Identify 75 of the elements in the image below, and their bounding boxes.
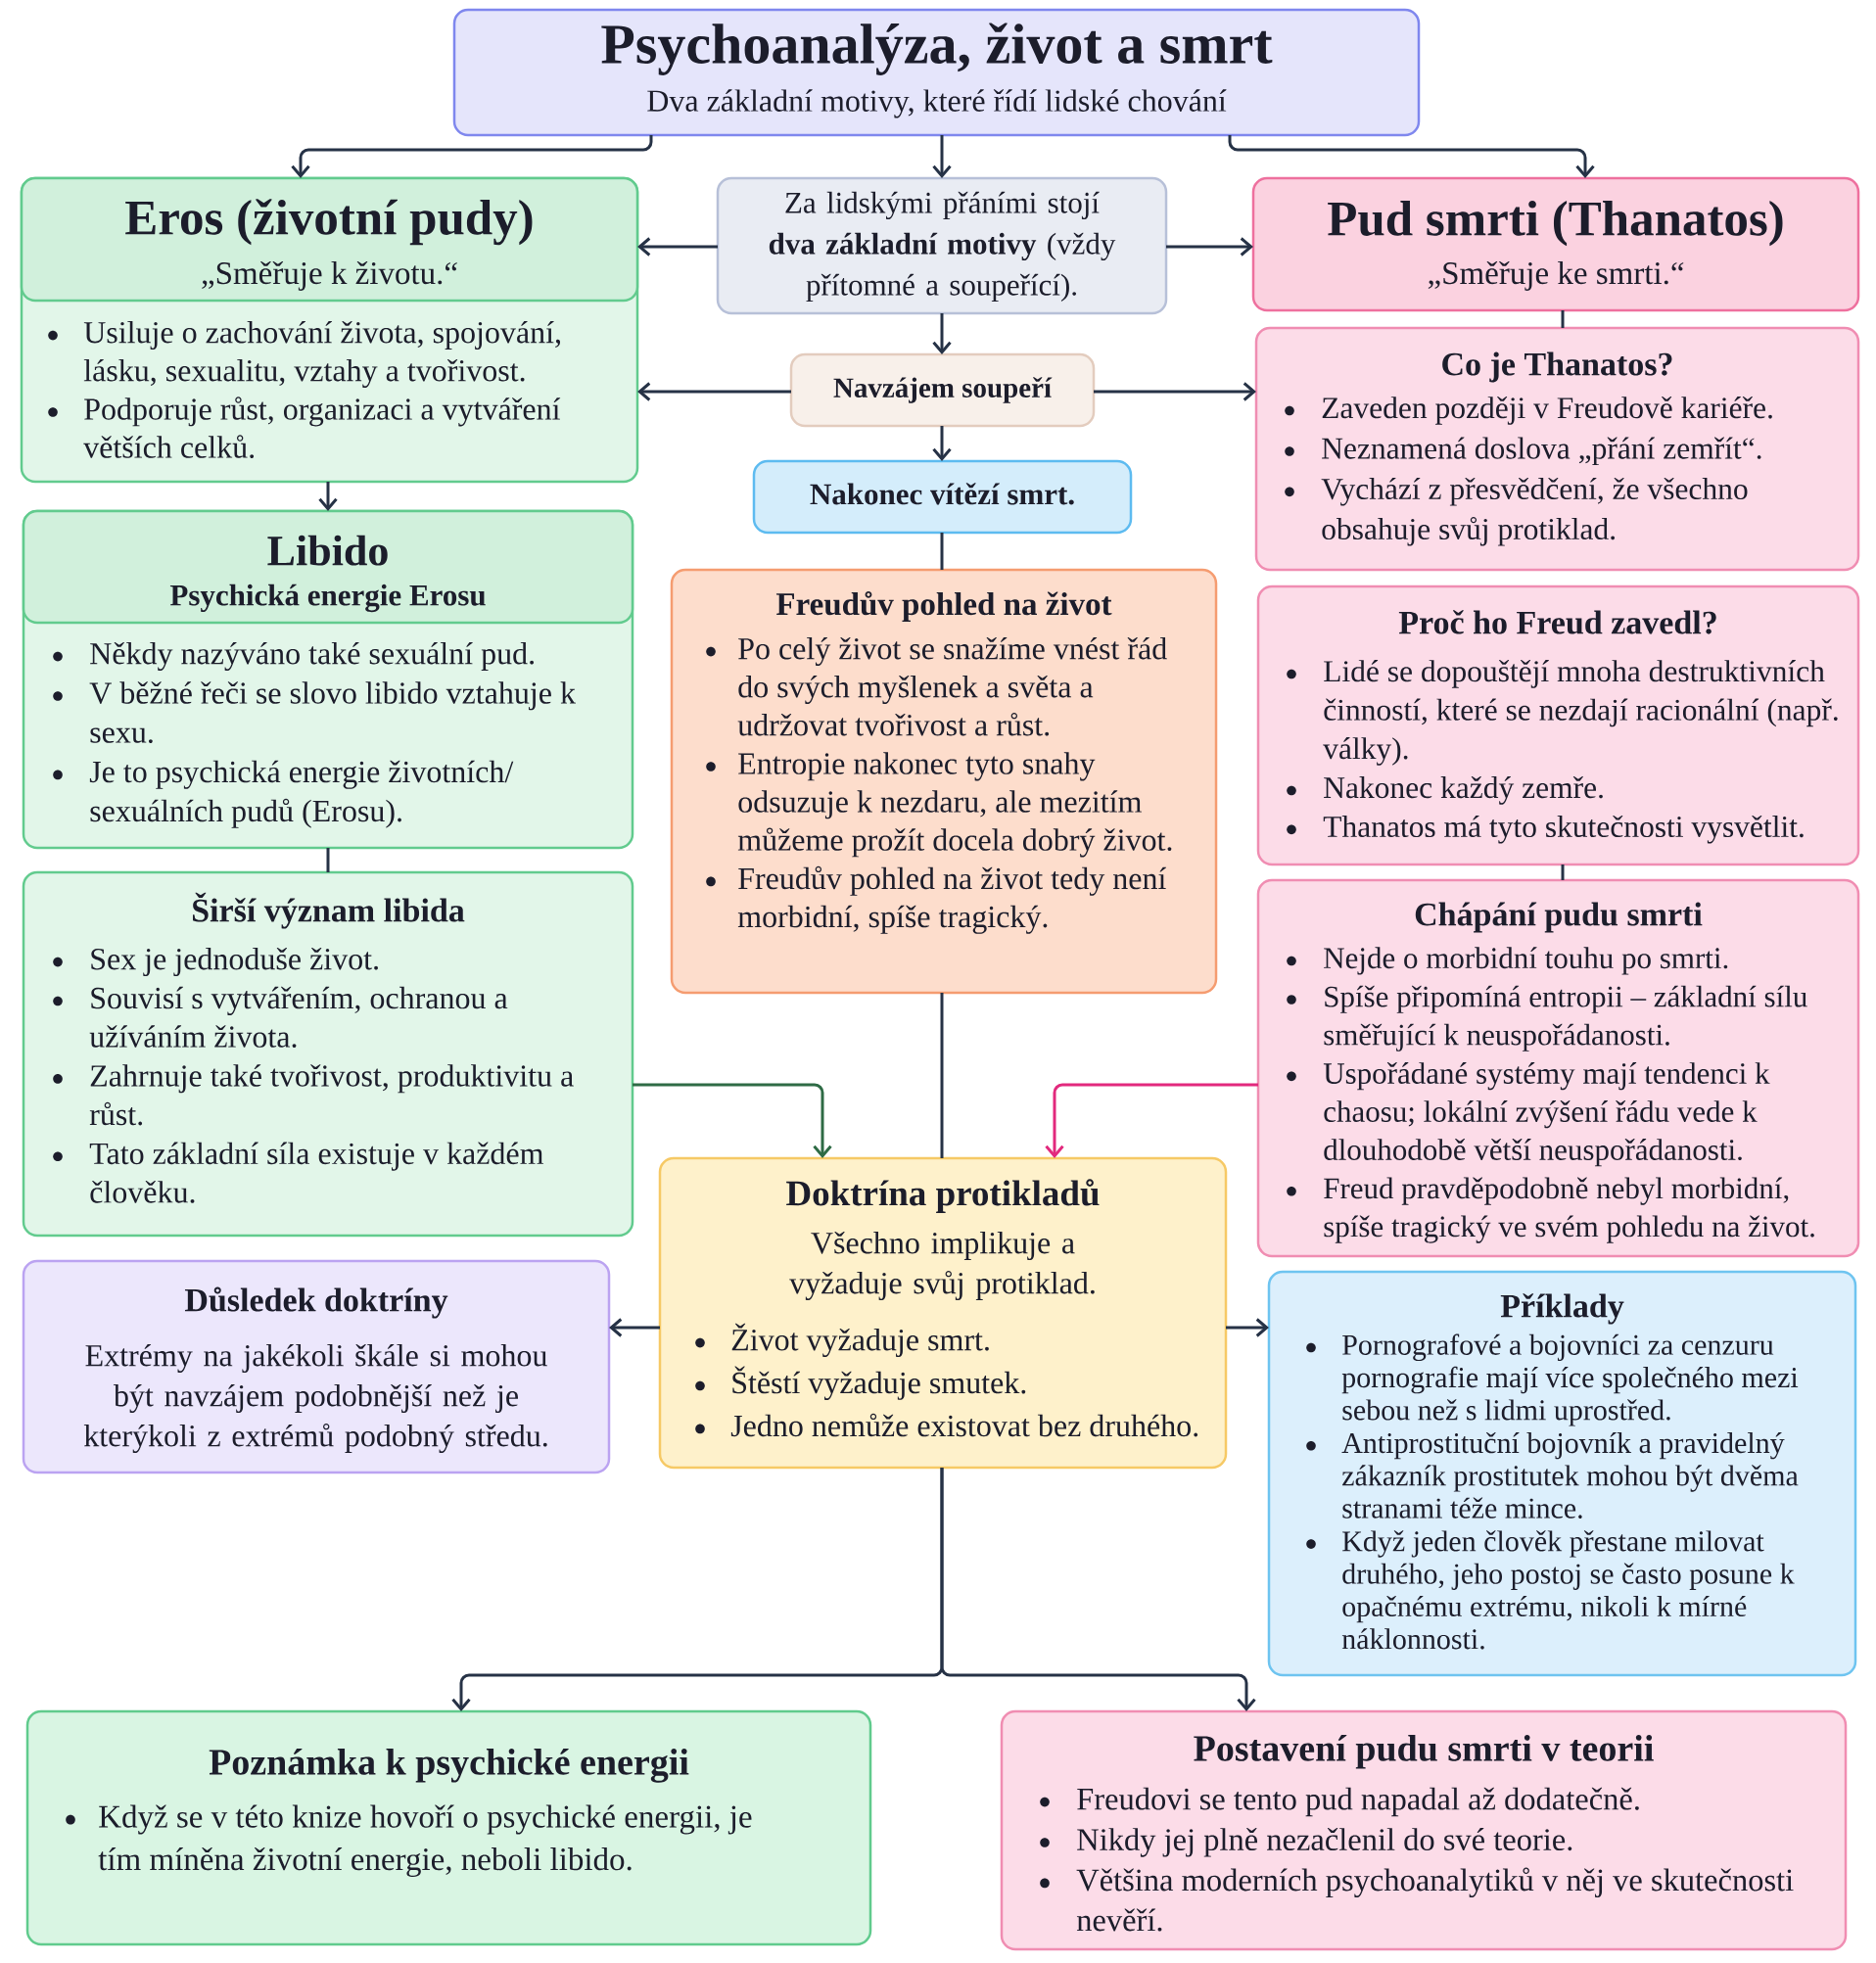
list-item: Když se v této knize hovoří o psychické energii, je tím míněna životní energie, neboli libido. [66, 1804, 752, 1878]
heading: Doktrína protikladů [786, 1179, 1100, 1213]
process-box: Nakonec vítězí smrt. [752, 459, 1133, 535]
list-item: Nakonec každý zemře. [1287, 776, 1603, 805]
heading: Proč ho Freud zavedl? [1398, 610, 1716, 634]
list-item: Většina moderních psychoanalytiků v něj ve skutečnosti nevěří. [1040, 1867, 1794, 1932]
list-item: Život vyžaduje smrt. [695, 1323, 989, 1358]
heading: Co je Thanatos? [1442, 351, 1672, 383]
connector-line [1561, 310, 1565, 328]
list-item: Freudův pohled na život tedy není morbidní, spíše tragický. [706, 865, 1167, 934]
list-item: Freudovi se tento pud napadal až dodatečně. [1040, 1787, 1639, 1817]
list-item: Je to psychická energie životních/ sexuálních pudů (Erosu). [53, 760, 514, 828]
list-item: Pornografové a bojovníci za cenzuru pornografie mají více společného mezi sebou než s lidmi uprostřed. [1306, 1333, 1799, 1426]
list-item: Sex je jednoduše život. [53, 947, 378, 976]
arrow [932, 135, 952, 178]
heading: Pud smrti (Thanatos) [1328, 200, 1783, 247]
connector-line [940, 993, 944, 1158]
arrow [318, 482, 338, 511]
subtitle: Psychická energie Erosu [169, 584, 486, 613]
list-item: Spíše připomíná entropii – základní sílu směřující k neuspořádanosti. [1287, 985, 1807, 1052]
connector-line [1561, 865, 1565, 880]
list-item: Usiluje o zachování života, spojování, lásku, sexualitu, vztahy a tvořivost. [48, 320, 560, 389]
list-item: Uspořádané systémy mají tendenci k chaosu; lokální zvýšení řádu vede k dlouhodobě větší neuspořádanosti. [1287, 1062, 1770, 1167]
list-item: V běžné řeči se slovo libido vztahuje k sexu. [53, 681, 576, 743]
arrow [932, 426, 952, 461]
list-item: Po celý život se snažíme vnést řád do svých myšlenek a světa a udržovat tvořivost a růst. [706, 636, 1167, 736]
arrow [609, 1318, 660, 1337]
process-box: Za lidskými přáními stojí dva základní motivy (vždy přítomné a soupeřící). [716, 176, 1168, 315]
heading: Chápání pudu smrti [1415, 902, 1703, 933]
subtitle: „Směřuje k životu.“ [202, 260, 457, 291]
list-item: Nejde o morbidní touhu po smrti. [1287, 947, 1728, 975]
list-item: Nikdy jej plně nezačlenil do své teorie. [1040, 1828, 1572, 1857]
heading: Širší význam libida [193, 892, 465, 929]
body-text: Všechno implikuje a vyžaduje svůj protiklad. [789, 1231, 1095, 1301]
arrow [932, 313, 952, 354]
arrow [1228, 135, 1595, 178]
list-item: Souvisí s vytvářením, ochranou a užíváním života. [53, 986, 508, 1048]
list-item: Podporuje růst, organizaci a vytváření větších celků. [48, 397, 561, 458]
heading: Poznámka k psychické energii [209, 1749, 689, 1783]
arrow [1166, 237, 1253, 257]
arrow [1094, 382, 1256, 401]
subtitle: Dva základní motivy, které řídí lidské chování [647, 89, 1227, 118]
list-item: Zaveden později v Freudově kariéře. [1285, 397, 1772, 425]
arrow [637, 382, 791, 401]
list-item: Zahrnuje také tvořivost, produktivitu a růst. [53, 1064, 574, 1126]
list-item: Vychází z přesvědčení, že všechno obsahuje svůj protiklad. [1285, 477, 1748, 546]
connector-line [326, 848, 330, 872]
heading: Libido [267, 535, 388, 566]
arrow [1226, 1318, 1269, 1337]
connector-line [940, 533, 944, 570]
list-item: Když jeden člověk přestane milovat druhého, jeho postoj se často posune k opačnému extrému, nikoli k mírné náklonnosti. [1306, 1530, 1795, 1650]
heading: Postavení pudu smrti v teorii [1194, 1735, 1654, 1769]
list-item: Thanatos má tyto skutečnosti vysvětlit. [1287, 815, 1804, 844]
arrow [637, 237, 718, 257]
heading: Důsledek doktríny [185, 1286, 448, 1319]
heading: Příklady [1500, 1293, 1624, 1325]
process-box: Navzájem soupeří [789, 352, 1096, 428]
list-item: Jedno nemůže existovat bez druhého. [695, 1413, 1198, 1437]
arrow [633, 1083, 832, 1158]
list-item: Štěstí vyžaduje smutek. [695, 1366, 1026, 1400]
arrow [1045, 1083, 1258, 1158]
list-item: Lidé se dopouštějí mnoha destruktivních činností, které se nezdají racionální (např. války). [1287, 660, 1838, 766]
list-item: Tato základní síla existuje v každém člověku. [53, 1142, 544, 1203]
body-text: Extrémy na jakékoli škále si mohou být navzájem podobnější než je kterýkoli z extrémů podobný středu. [83, 1343, 547, 1454]
arrow [291, 135, 653, 178]
subtitle: „Směřuje ke smrti.“ [1428, 260, 1684, 291]
list-item: Neznamená doslova „přání zemřít“. [1285, 437, 1761, 466]
list-item: Entropie nakonec tyto snahy odsuzuje k nezdaru, ale mezitím můžeme prožít docela dobrý život. [706, 752, 1172, 858]
heading: Psychoanalýza, život a smrt [601, 23, 1273, 75]
arrow [940, 1468, 1256, 1711]
heading: Freudův pohled na život [775, 591, 1112, 622]
list-item: Freud pravděpodobně nebyl morbidní, spíše tragický ve svém pohledu na život. [1287, 1177, 1814, 1243]
list-item: Antiprostituční bojovník a pravidelný zákazník prostitutek mohou být dvěma stranami téže mince. [1306, 1432, 1799, 1519]
heading: Eros (životní pudy) [125, 199, 533, 246]
list-item: Někdy nazýváno také sexuální pud. [53, 641, 534, 672]
